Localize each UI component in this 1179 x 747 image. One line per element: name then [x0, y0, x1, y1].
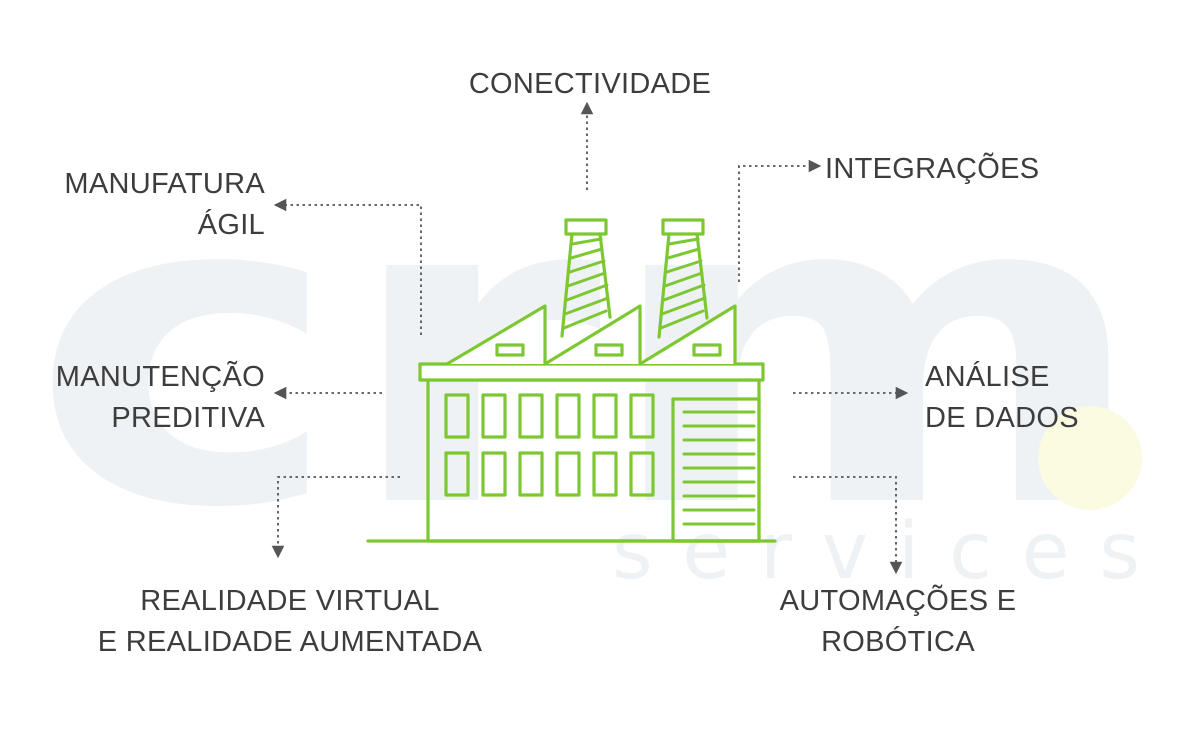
- label-realidade-line2: E REALIDADE AUMENTADA: [97, 626, 483, 658]
- arrow-automacoes: [793, 476, 903, 575]
- label-realidade-virtual: REALIDADE VIRTUAL E REALIDADE AUMENTADA: [60, 581, 520, 663]
- arrow-manufatura: [273, 198, 422, 335]
- watermark-logo: crm services: [30, 102, 1150, 602]
- label-conectividade-text: CONECTIVIDADE: [468, 68, 712, 100]
- chimney-left: [560, 218, 612, 338]
- label-manufatura-line1: MANUFATURA: [64, 168, 265, 200]
- label-integracoes-text: INTEGRAÇÕES: [825, 153, 1040, 185]
- label-realidade-line1: REALIDADE VIRTUAL: [140, 585, 440, 617]
- label-analise-de-dados: ANÁLISE DE DADOS: [925, 357, 1079, 439]
- label-analise-line2: DE DADOS: [925, 402, 1079, 434]
- label-automacoes-line1: AUTOMAÇÕES E: [779, 585, 1017, 617]
- label-automacoes-line2: ROBÓTICA: [821, 626, 975, 658]
- label-conectividade: CONECTIVIDADE: [430, 64, 750, 105]
- roof-window: [692, 343, 722, 357]
- window-row-1: [444, 393, 655, 439]
- label-manutencao-line1: MANUTENÇÃO: [55, 361, 265, 393]
- label-manufatura-agil: MANUFATURA ÁGIL: [20, 164, 265, 246]
- roof-strip: [418, 362, 765, 382]
- roof-window: [594, 343, 624, 357]
- label-manutencao-preditiva: MANUTENÇÃO PREDITIVA: [20, 357, 265, 439]
- label-analise-line1: ANÁLISE: [925, 361, 1050, 393]
- arrow-realidade: [271, 476, 400, 559]
- sawtooth-roof: [445, 304, 737, 366]
- label-automacoes-robotica: AUTOMAÇÕES E ROBÓTICA: [760, 581, 1036, 663]
- factory-icon: [366, 218, 777, 543]
- window-row-2: [444, 451, 655, 497]
- garage-door: [671, 397, 761, 543]
- watermark-dot: [1038, 406, 1142, 510]
- roof-window: [495, 343, 525, 357]
- label-manufatura-line2: ÁGIL: [197, 209, 265, 241]
- label-manutencao-line2: PREDITIVA: [111, 402, 265, 434]
- connector-arrows: [271, 101, 909, 575]
- chimney-right: [657, 218, 709, 339]
- arrow-integracoes: [738, 159, 822, 282]
- label-integracoes: INTEGRAÇÕES: [825, 149, 1039, 190]
